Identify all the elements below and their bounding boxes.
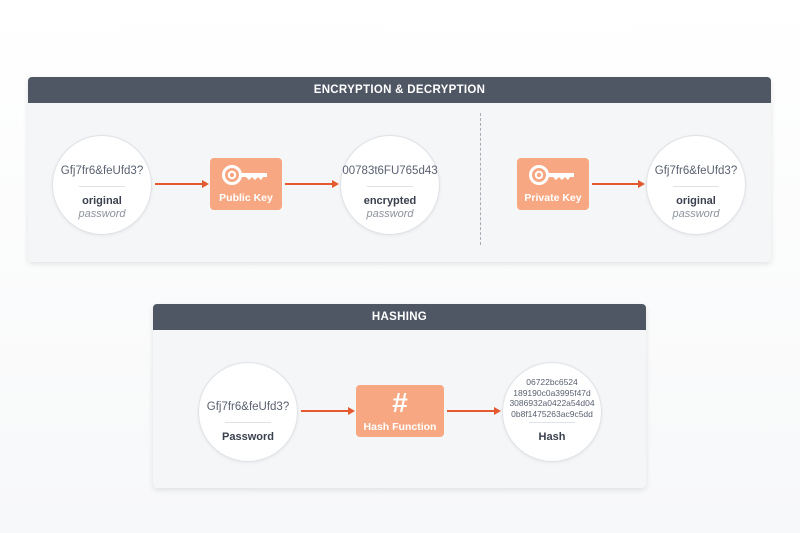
private-key-label: Private Key	[524, 192, 582, 204]
decrypted-password-circle: Gfj7fr6&feUfd3? original password	[646, 135, 746, 235]
decrypted-password-title: original	[676, 195, 716, 207]
arrow-to-hash	[447, 410, 495, 412]
arrow-to-encrypted	[285, 183, 333, 185]
hash-circle: 06722bc6524 189190c0a3995f47d 3086932a04…	[502, 362, 602, 462]
public-key-label: Public Key	[219, 192, 273, 204]
arrow-head	[202, 180, 209, 188]
hash-icon: #	[392, 387, 408, 418]
key-icon	[222, 165, 267, 185]
hash-line: 3086932a0422a54d04	[509, 398, 595, 408]
arrow-head	[494, 407, 501, 415]
decrypted-password-subtitle: password	[672, 208, 720, 220]
arrow-head	[638, 180, 645, 188]
hash-function-label: Hash Function	[363, 421, 437, 433]
private-key-box: Private Key	[517, 158, 589, 210]
hash-title: Hash	[538, 431, 566, 443]
hash-line: 189190c0a3995f47d	[513, 387, 591, 398]
password-value: Gfj7fr6&feUfd3?	[206, 401, 290, 413]
original-password-title: original	[82, 195, 122, 207]
section-divider	[480, 113, 481, 245]
password-title: Password	[222, 431, 274, 443]
original-password-value: Gfj7fr6&feUfd3?	[60, 165, 144, 177]
arrow-head	[348, 407, 355, 415]
password-circle: Gfj7fr6&feUfd3? Password	[198, 362, 298, 462]
hash-line: 0b8f1475263ac9c5dd	[511, 408, 593, 419]
encryption-panel: ENCRYPTION & DECRYPTION Gfj7fr6&feUfd3? …	[28, 77, 771, 262]
encrypted-password-subtitle: password	[366, 208, 414, 220]
encrypted-password-title: encrypted	[363, 195, 417, 207]
original-password-subtitle: password	[78, 208, 126, 220]
original-password-circle: Gfj7fr6&feUfd3? original password	[52, 135, 152, 235]
arrow-to-hash-function	[301, 410, 349, 412]
arrow-to-decrypted	[592, 183, 639, 185]
hash-line: 06722bc6524	[526, 377, 578, 387]
encrypted-password-value: 00783t6FU765d43	[342, 165, 438, 177]
separator	[529, 422, 575, 423]
hash-value: 06722bc6524 189190c0a3995f47d 3086932a04…	[503, 377, 601, 419]
arrow-head	[332, 180, 339, 188]
key-icon	[529, 165, 574, 185]
separator	[79, 186, 125, 187]
hashing-panel-title: HASHING	[153, 304, 646, 330]
decrypted-password-value: Gfj7fr6&feUfd3?	[654, 165, 738, 177]
separator	[367, 186, 413, 187]
encryption-panel-title: ENCRYPTION & DECRYPTION	[28, 77, 771, 103]
separator	[225, 422, 271, 423]
encrypted-password-circle: 00783t6FU765d43 encrypted password	[340, 135, 440, 235]
hash-function-box: # Hash Function	[356, 385, 444, 437]
separator	[673, 186, 719, 187]
arrow-to-public-key	[155, 183, 203, 185]
public-key-box: Public Key	[210, 158, 282, 210]
hashing-panel: HASHING Gfj7fr6&feUfd3? Password # Hash …	[153, 304, 646, 488]
